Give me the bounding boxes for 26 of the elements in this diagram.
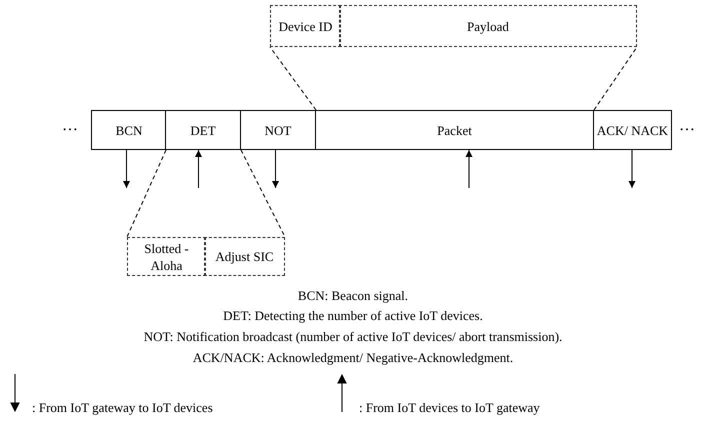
legend-text: : From IoT gateway to IoT devices	[32, 400, 213, 415]
field-box: Adjust SIC	[204, 237, 285, 276]
definition-note: BCN: Beacon signal.	[296, 288, 410, 303]
expansion-line	[594, 46, 638, 110]
field-box: Slotted -Aloha	[127, 237, 206, 276]
arrow	[123, 150, 130, 188]
legend-text: : From IoT devices to IoT gateway	[359, 400, 540, 415]
frame-slot: ACK/ NACK	[593, 110, 672, 150]
definition-note: ACK/NACK: Acknowledgment/ Negative-Acknowledgment.	[192, 350, 514, 365]
definition-note: NOT: Notification broadcast (number of active IoT devices/ abort transmission).	[142, 329, 564, 344]
frame-slot: Packet	[315, 110, 594, 150]
arrow	[272, 150, 279, 188]
frame-slot: DET	[165, 110, 241, 150]
arrow	[466, 150, 472, 188]
expansion-line	[126, 150, 166, 238]
ellipsis: …	[61, 118, 79, 133]
expansion-line	[270, 46, 316, 110]
expansion-line	[240, 150, 286, 238]
ellipsis: …	[678, 118, 696, 133]
frame-slot: BCN	[91, 110, 167, 150]
definition-note: DET: Detecting the number of active IoT devices.	[222, 308, 484, 323]
field-box: Device ID	[270, 5, 341, 47]
arrow	[628, 150, 636, 188]
arrow	[195, 150, 202, 188]
field-box: Payload	[339, 5, 637, 47]
frame-slot: NOT	[240, 110, 316, 150]
